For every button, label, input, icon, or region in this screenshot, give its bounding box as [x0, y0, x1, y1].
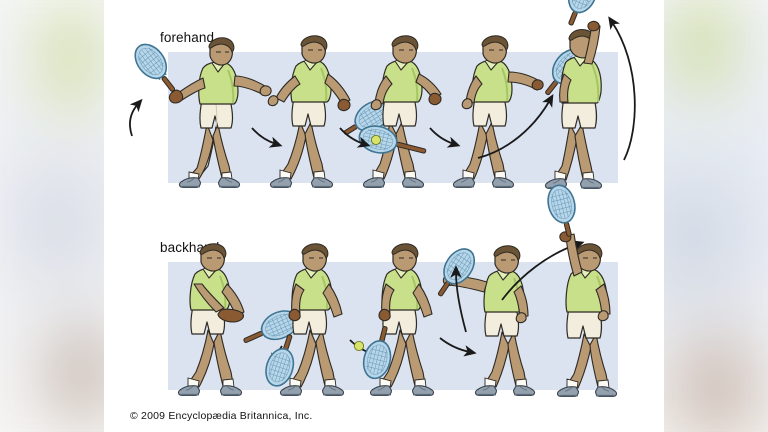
racket-backhand-5 — [543, 181, 580, 237]
backhand-panel — [168, 262, 618, 390]
illustration-content: forehand backhand — [104, 0, 664, 432]
forehand-arrow-1 — [129, 98, 143, 137]
racket-forehand-5 — [562, 0, 603, 26]
copyright-notice: © 2009 Encyclopædia Britannica, Inc. — [130, 410, 313, 422]
forehand-label: forehand — [160, 30, 215, 45]
forehand-panel — [168, 52, 618, 183]
backhand-label: backhand — [160, 240, 220, 255]
